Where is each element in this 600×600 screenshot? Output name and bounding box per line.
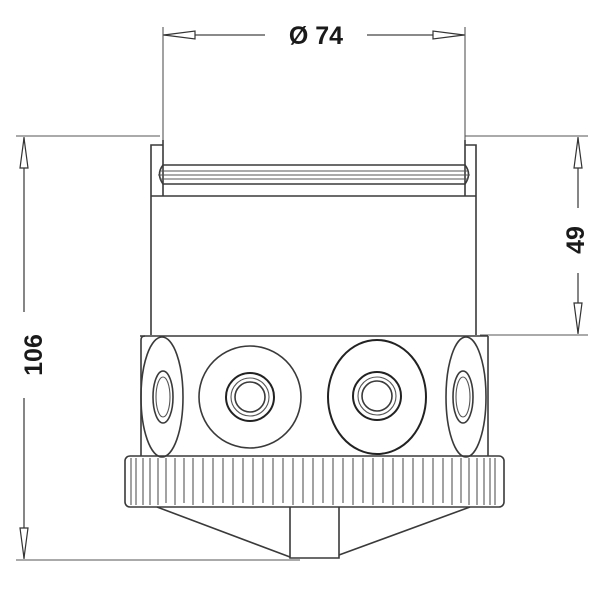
port-inner-center-left <box>234 381 266 413</box>
rim-right-edge <box>465 144 477 196</box>
upper-height-label: 49 <box>562 226 590 254</box>
port-outer-left <box>152 370 174 424</box>
port-boss-center-right <box>327 339 427 455</box>
upper-body <box>140 196 488 337</box>
port-inner-right <box>455 376 471 418</box>
port-outer-center-left <box>225 372 275 422</box>
total-height-label: 106 <box>20 334 48 376</box>
total-height-dimension: 106 <box>16 135 300 561</box>
arrow-left-icon <box>163 30 196 40</box>
top-cap-rim <box>150 140 477 197</box>
knurled-nut <box>124 455 505 508</box>
port-boss-left <box>140 336 184 458</box>
port-outer-right <box>452 370 474 424</box>
arrow-right-icon <box>432 30 465 40</box>
port-right-oblique <box>445 336 487 458</box>
port-left-oblique <box>140 336 184 458</box>
arrow-up-right-icon <box>573 137 583 169</box>
cone-left-edge <box>156 506 291 558</box>
port-center-left <box>198 345 302 449</box>
nut-outline <box>124 455 505 508</box>
spigot <box>289 507 340 559</box>
ring-left-edge <box>140 335 146 456</box>
groove-band <box>158 164 470 185</box>
cone-right-edge <box>338 506 471 556</box>
diameter-label: Ø 74 <box>289 22 343 50</box>
rim-left-edge <box>150 144 163 196</box>
port-boss-right <box>445 336 487 458</box>
diameter-dimension: Ø 74 <box>162 22 466 140</box>
port-boss-center-left <box>198 345 302 449</box>
port-inner-left <box>155 376 171 418</box>
port-outer-center-right <box>352 371 402 421</box>
port-inner-center-right <box>361 380 393 412</box>
port-mid-center-right <box>357 376 397 416</box>
port-ring <box>140 335 489 458</box>
arrow-down-right-icon <box>573 302 583 334</box>
upper-height-dimension: 49 <box>465 135 590 336</box>
arrow-down-icon <box>19 527 29 559</box>
port-mid-center-left <box>230 377 270 417</box>
knurl-ribs <box>130 458 496 505</box>
arrow-up-icon <box>19 137 29 169</box>
port-center-right <box>327 339 427 455</box>
conical-base <box>156 506 471 559</box>
